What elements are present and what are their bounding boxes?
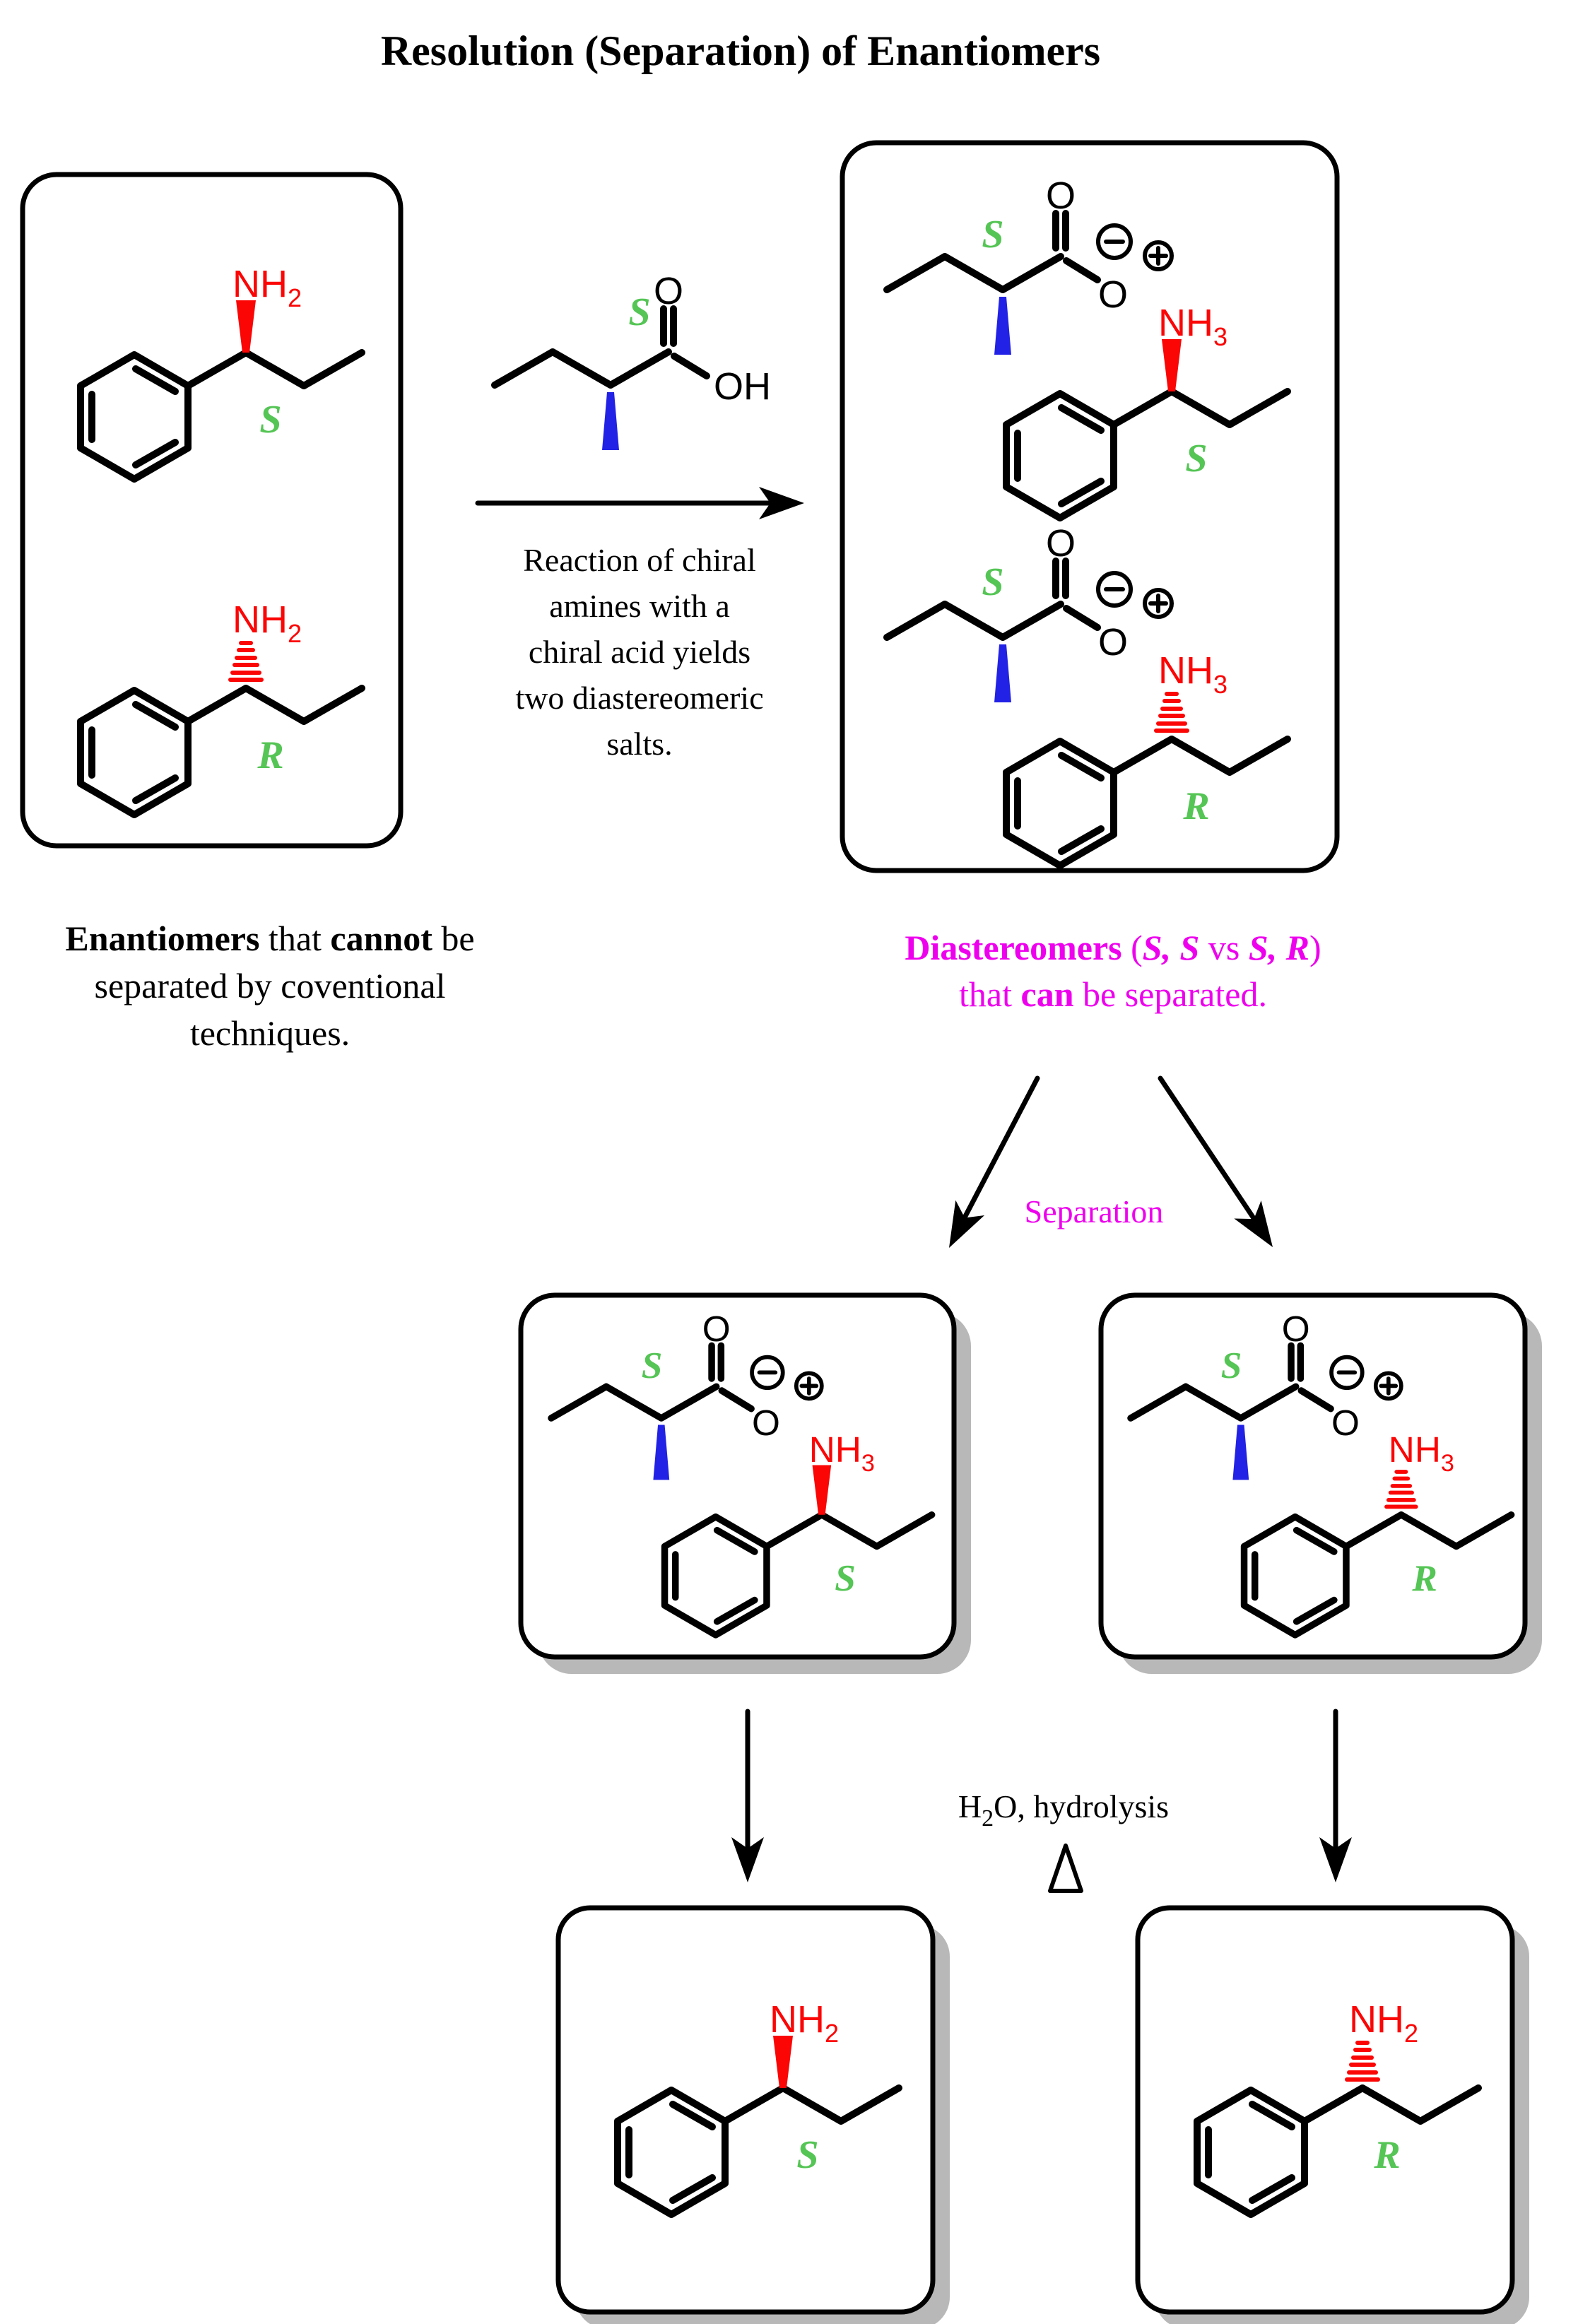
acid-stereo-label: S xyxy=(1221,1345,1242,1386)
hydroxyl-label: OH xyxy=(714,365,771,408)
reaction-note: Reaction of chiral amines with a chiral … xyxy=(515,542,763,762)
carbonyl-o-label: O xyxy=(1282,1309,1310,1349)
stereo-label: S xyxy=(259,398,281,442)
delta-heat-icon xyxy=(1048,1844,1083,1893)
ammonium-part: NH3 S xyxy=(665,1429,932,1635)
amine-label: NH2 xyxy=(770,1998,839,2048)
blue-wedge-bond-icon xyxy=(602,392,619,450)
chiral-acid-structure: O OH S xyxy=(495,270,771,450)
note-line: chiral acid yields xyxy=(529,634,750,670)
acid-stereo-label: S xyxy=(982,560,1003,604)
plus-charge-icon xyxy=(1145,590,1172,617)
stereo-label: S xyxy=(796,2133,818,2177)
plus-charge-icon xyxy=(1145,242,1172,269)
ammonium-label: NH3 xyxy=(1158,649,1227,699)
salt-sr-box xyxy=(1098,1292,1528,1660)
salt-ss-box xyxy=(518,1292,957,1660)
amine-stereo-label: R xyxy=(1182,784,1209,828)
amine-stereo-label: S xyxy=(835,1557,856,1599)
acid-stereo-label: S xyxy=(982,213,1003,256)
carbonyl-o-label: O xyxy=(702,1309,731,1349)
amine-stereo-label: R xyxy=(1411,1557,1437,1599)
amine-label: NH2 xyxy=(232,598,302,648)
page-title: Resolution (Separation) of Enantiomers xyxy=(381,28,1100,74)
amine-stereo-label: S xyxy=(1185,437,1207,480)
note-line: Reaction of chiral xyxy=(523,542,756,578)
acid-skeleton xyxy=(495,309,707,385)
ammonium-label: NH3 xyxy=(809,1429,875,1477)
carbonyl-o-label: O xyxy=(1046,175,1076,217)
plus-charge-icon xyxy=(1376,1373,1401,1398)
enantiomer-r-structure: NH2 R xyxy=(81,598,362,815)
separation-arrow-right xyxy=(1158,1075,1268,1238)
separated-salt-ss-structure: O O S NH3 S xyxy=(551,1309,932,1635)
diastereomeric-salts-box xyxy=(840,140,1340,873)
separation-label: Separation xyxy=(1025,1193,1164,1229)
caption-line: techniques. xyxy=(190,1013,350,1053)
note-line: salts. xyxy=(606,726,672,762)
plus-charge-icon xyxy=(796,1373,822,1398)
stereo-label: R xyxy=(1373,2133,1400,2177)
product-s-structure: NH2 S xyxy=(618,1998,899,2214)
ammonium-part: NH3 S xyxy=(1006,302,1288,518)
amine-label: NH2 xyxy=(1349,1998,1418,2048)
caption-enantiomers: Enantiomers that cannot be separated by … xyxy=(65,919,474,1053)
separated-salt-sr-structure: O O S NH3 R xyxy=(1131,1309,1512,1635)
carbonyl-o-label: O xyxy=(1046,522,1076,565)
ammonium-part: NH3 R xyxy=(1006,649,1288,866)
ammonium-label: NH3 xyxy=(1158,302,1227,351)
note-line: two diastereomeric xyxy=(515,680,763,716)
salt-ss-structure: O O S NH3 S xyxy=(887,175,1288,518)
caption-line: Enantiomers that cannot be xyxy=(65,919,474,958)
ammonium-part: NH3 R xyxy=(1244,1429,1512,1635)
salt-sr-structure: O O S NH3 R xyxy=(887,522,1288,866)
ammonium-label: NH3 xyxy=(1389,1429,1454,1477)
caption-diastereomers: Diastereomers (S, S vs S, R) that can be… xyxy=(905,928,1321,1014)
hydrolysis-conditions-label: H2O, hydrolysis xyxy=(958,1788,1169,1832)
carboxylate-o-label: O xyxy=(1331,1403,1360,1443)
caption-line: Diastereomers (S, S vs S, R) xyxy=(905,928,1321,967)
separation-arrowhead-right-icon xyxy=(1234,1200,1287,1256)
separation-arrowhead-left-icon xyxy=(934,1200,985,1256)
amine-label: NH2 xyxy=(232,263,302,312)
separation-arrow-left xyxy=(953,1075,1040,1238)
enantiomers-box xyxy=(20,172,404,849)
enantiomer-s-structure: NH2 S xyxy=(81,263,362,479)
caption-line: separated by coventional xyxy=(94,966,445,1005)
carboxylate-o-label: O xyxy=(1098,273,1128,316)
carboxylate-o-label: O xyxy=(752,1403,780,1443)
carboxylate-o-label: O xyxy=(1098,621,1128,663)
stereo-label: S xyxy=(628,290,650,334)
carbonyl-o-label: O xyxy=(654,270,683,312)
caption-line: that can be separated. xyxy=(959,974,1267,1014)
acid-stereo-label: S xyxy=(642,1345,663,1386)
note-line: amines with a xyxy=(549,588,730,624)
product-r-structure: NH2 R xyxy=(1197,1998,1478,2214)
stereo-label: R xyxy=(257,733,283,777)
